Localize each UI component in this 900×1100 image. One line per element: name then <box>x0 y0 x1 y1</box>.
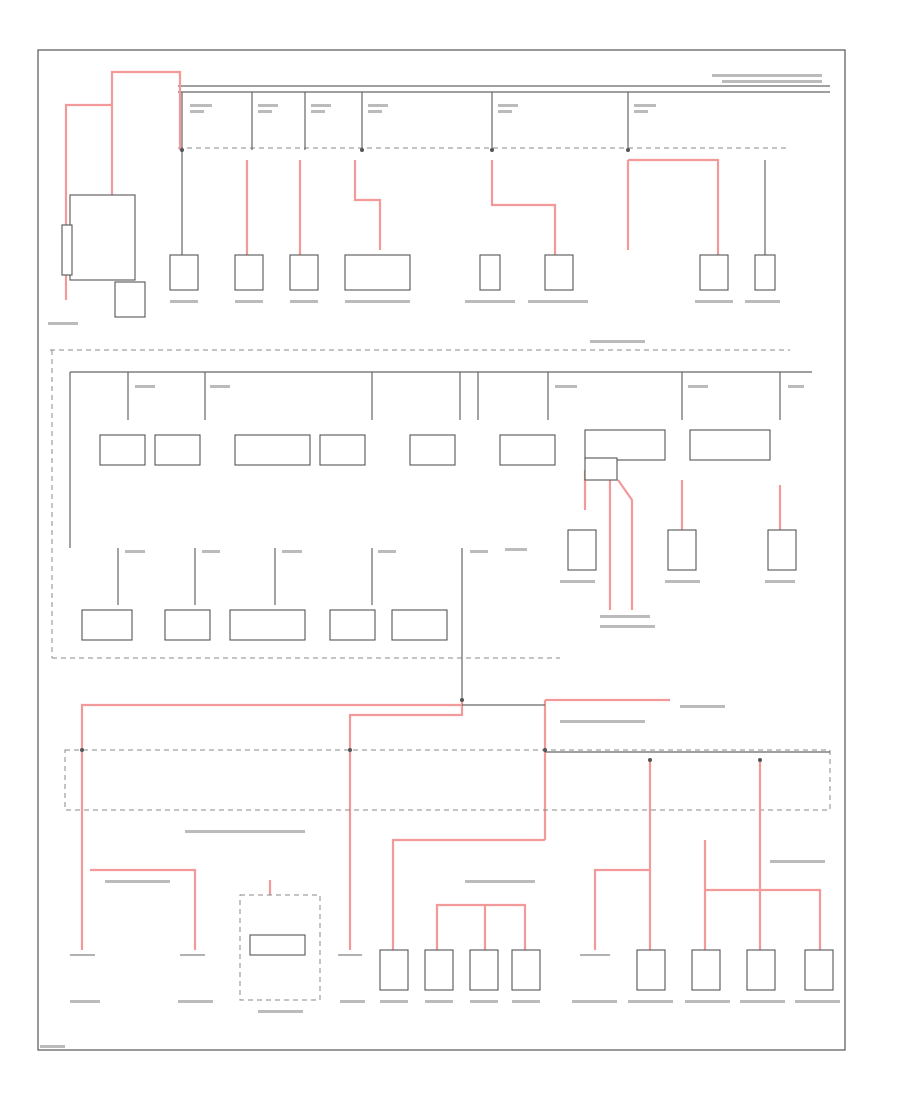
mid-red-3 <box>617 479 634 610</box>
component-bottom-7 <box>746 949 776 991</box>
drop-b6 <box>593 868 650 950</box>
component-mid-1 <box>567 529 597 571</box>
component-bottom-1 <box>379 949 409 991</box>
feed-wire-d <box>490 160 557 255</box>
component-top-8 <box>754 254 776 291</box>
relay-lower-3 <box>229 609 306 641</box>
drop-b5 <box>485 903 527 950</box>
bottom-section <box>40 148 840 1048</box>
battery-icon <box>61 224 73 276</box>
relay-lower-4 <box>329 609 376 641</box>
feed-wire-f <box>628 158 720 255</box>
relay-lower-5 <box>391 609 448 641</box>
component-top-5 <box>479 254 501 291</box>
drop-b3 <box>391 838 545 950</box>
bottom-feed-left <box>80 700 464 850</box>
relay-6 <box>499 434 556 466</box>
relay-1 <box>99 434 146 466</box>
drop-b4 <box>435 903 487 950</box>
relay-3 <box>234 434 311 466</box>
starter-component <box>114 281 146 318</box>
component-top-1 <box>169 254 199 291</box>
top-section <box>48 70 830 343</box>
mid-label-marks <box>125 385 804 628</box>
component-bottom-6 <box>691 949 721 991</box>
component-top-6 <box>544 254 574 291</box>
drop-b2 <box>90 868 197 950</box>
switch-component <box>249 934 306 956</box>
component-bottom-2 <box>424 949 454 991</box>
component-top-2 <box>234 254 264 291</box>
bottom-feed-center <box>348 705 464 950</box>
mid-junction-box <box>584 457 618 481</box>
component-top-7 <box>699 254 729 291</box>
relay-2 <box>154 434 201 466</box>
component-top-3 <box>289 254 319 291</box>
component-mid-3 <box>767 529 797 571</box>
relay-lower-1 <box>81 609 133 641</box>
component-mid-2 <box>667 529 697 571</box>
middle-section <box>50 349 812 700</box>
generator-component <box>69 194 136 281</box>
battery-feed-wire <box>110 70 182 260</box>
component-top-4 <box>344 254 411 291</box>
top-label-marks <box>48 74 822 343</box>
feed-wire-c <box>353 160 382 250</box>
component-bottom-5 <box>636 949 666 991</box>
component-bottom-8 <box>804 949 834 991</box>
diagram-frame <box>37 49 846 1051</box>
bottom-fuse-panel <box>64 749 831 811</box>
connector-dots <box>80 148 762 762</box>
relay-4 <box>319 434 366 466</box>
drop-b10 <box>705 888 822 950</box>
relay-5 <box>409 434 456 466</box>
relay-7 <box>584 429 666 461</box>
relay-8 <box>689 429 771 461</box>
component-bottom-4 <box>511 949 541 991</box>
relay-lower-2 <box>164 609 211 641</box>
bottom-label-marks <box>40 705 840 1048</box>
switch-box <box>239 894 321 1001</box>
component-bottom-3 <box>469 949 499 991</box>
